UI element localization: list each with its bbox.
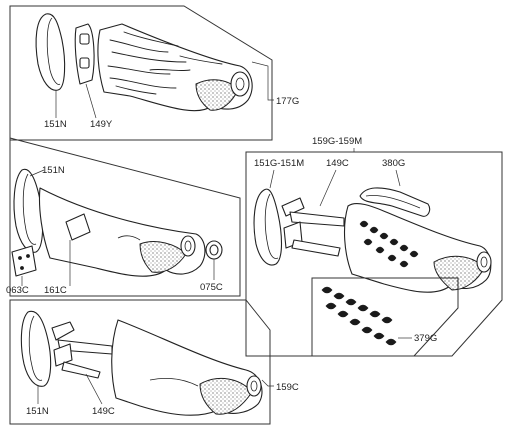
leader-151n-mid — [29, 169, 45, 177]
wood-stock-body — [97, 23, 253, 112]
label-149c-bot: 149C — [92, 406, 115, 417]
label-149y: 149Y — [90, 119, 113, 130]
adjustable-stock-body — [344, 203, 492, 293]
panel-2-frame — [9, 137, 241, 297]
label-151n-mid: 151N — [42, 165, 65, 176]
butt-pad-151g-151m — [253, 188, 283, 266]
label-151g-151m: 151G-151M — [254, 158, 304, 169]
leader-151g — [269, 169, 275, 189]
spacer-149c-right — [281, 197, 345, 257]
leader-149c-right — [319, 169, 337, 207]
stock-window — [65, 213, 91, 241]
butt-pad-151n-bot — [20, 310, 52, 387]
panel-stock-159g-159m: 159G-159M 151G-151M 149C 380G — [245, 136, 503, 357]
label-151n-top: 151N — [44, 119, 67, 130]
panel-stock-159c: 159C 151N 149C — [9, 299, 299, 425]
stock-body-159c — [111, 319, 263, 416]
label-159g-159m: 159G-159M — [312, 136, 362, 147]
cheek-piece-380g — [359, 187, 431, 217]
panel-379g-frame — [311, 277, 459, 357]
panel-synthetic-stock: 151N 063C 161C 075C — [6, 137, 241, 297]
spacer-149c-bot — [51, 321, 113, 379]
leader-159c — [261, 379, 274, 387]
label-159c: 159C — [276, 382, 299, 393]
label-063c: 063C — [6, 285, 29, 296]
panel-wood-stock: 177G 151N 149Y — [9, 5, 299, 141]
label-149c-right: 149C — [326, 158, 349, 169]
butt-pad-151n-mid — [13, 168, 44, 253]
label-177g: 177G — [276, 96, 299, 107]
label-379g: 379G — [414, 333, 437, 344]
synthetic-stock-body — [38, 187, 206, 277]
label-380g: 380G — [382, 158, 405, 169]
label-151n-bot: 151N — [26, 406, 49, 417]
spacer-149y — [74, 23, 95, 85]
leader-380g — [395, 169, 401, 187]
label-075c: 075C — [200, 282, 223, 293]
label-161c: 161C — [44, 285, 67, 296]
panel-4-frame — [245, 151, 503, 357]
butt-pad-151n — [35, 13, 66, 91]
leader-177g — [251, 61, 274, 101]
plate-063c — [11, 245, 37, 277]
leader-149c-bot — [85, 373, 103, 405]
panel-3-frame — [9, 299, 271, 425]
parts-kit-379g: 379G — [311, 277, 459, 357]
leader-149y — [85, 83, 97, 119]
ring-075c — [205, 240, 223, 260]
